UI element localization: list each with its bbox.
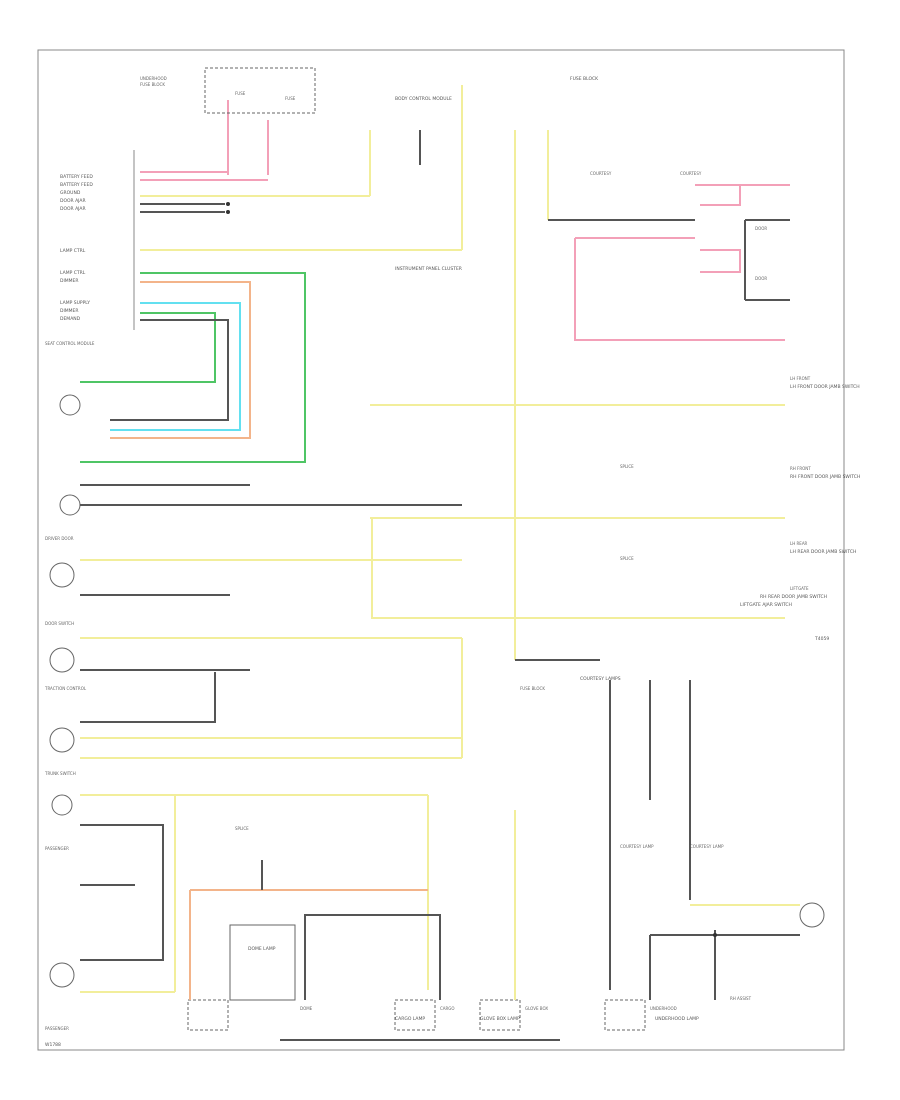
left-switches: SEAT CONTROL MODULE DRIVER DOOR DOOR SWI… <box>44 341 95 1031</box>
svg-text:CARGO: CARGO <box>440 1006 455 1011</box>
svg-text:DRIVER DOOR: DRIVER DOOR <box>45 536 74 541</box>
svg-text:TRUNK SWITCH: TRUNK SWITCH <box>44 771 76 776</box>
middle-yellow-wires <box>370 404 785 661</box>
dome-label: DOME LAMP <box>248 946 276 952</box>
liftgate-label: LIFTGATE AJAR SWITCH <box>740 602 792 608</box>
courtesy-label: COURTESY LAMPS <box>580 676 621 682</box>
svg-text:SEAT CONTROL MODULE: SEAT CONTROL MODULE <box>45 341 95 346</box>
vertical-trunks <box>419 85 549 660</box>
lh-rear-door-label: LH REAR DOOR JAMB SWITCH <box>790 549 856 555</box>
svg-text:FUSE BLOCK: FUSE BLOCK <box>140 82 165 87</box>
svg-text:DOME: DOME <box>300 1006 313 1011</box>
svg-text:LH REAR: LH REAR <box>790 541 808 546</box>
svg-text:PASSENGER: PASSENGER <box>45 846 69 851</box>
svg-text:BATTERY FEED: BATTERY FEED <box>60 182 93 188</box>
svg-text:COURTESY LAMP: COURTESY LAMP <box>690 844 724 849</box>
svg-text:LAMP SUPPLY: LAMP SUPPLY <box>60 300 90 306</box>
rh-door-label: RH FRONT DOOR JAMB SWITCH <box>790 474 860 480</box>
svg-text:UNDERHOOD: UNDERHOOD <box>140 76 167 81</box>
diagram-frame <box>37 49 845 1051</box>
svg-text:FUSE BLOCK: FUSE BLOCK <box>520 686 545 691</box>
svg-text:UNDERHOOD: UNDERHOOD <box>650 1006 677 1011</box>
glovebox-label: GLOVE BOX LAMP <box>480 1016 520 1022</box>
svg-text:DOOR: DOOR <box>755 276 767 281</box>
right-pink-circuit: COURTESY COURTESY DOOR DOOR <box>548 171 790 341</box>
rh-rear-door-label: RH REAR DOOR JAMB SWITCH <box>760 594 827 600</box>
svg-text:RH FRONT: RH FRONT <box>790 466 811 471</box>
svg-text:DIMMER: DIMMER <box>60 278 79 284</box>
bcm-label: BODY CONTROL MODULE <box>395 96 452 102</box>
underhood-label: UNDERHOOD LAMP <box>655 1016 699 1022</box>
page-code: T4059 <box>814 636 829 642</box>
cyan-circuit <box>110 302 241 431</box>
right-middle-labels: LH FRONT RH FRONT LH REAR LIFTGATE SPLIC… <box>520 376 811 691</box>
module-connector-left: BATTERY FEED BATTERY FEED GROUND DOOR AJ… <box>60 150 135 330</box>
right-lamp-section: COURTESY LAMP COURTESY LAMP RH ASSIST <box>609 680 825 1001</box>
diagram-code: W1788 <box>45 1042 61 1048</box>
svg-text:BATTERY FEED: BATTERY FEED <box>60 174 93 180</box>
lh-door-label: LH FRONT DOOR JAMB SWITCH <box>790 384 860 390</box>
svg-text:LAMP CTRL: LAMP CTRL <box>60 270 86 276</box>
bottom-lamps: SPLICE DOME CARGO GLOVE BOX UNDERHOOD <box>187 810 677 1041</box>
top-feed-wires <box>140 130 462 251</box>
svg-text:DIMMER: DIMMER <box>60 308 79 314</box>
svg-text:FUSE: FUSE <box>235 91 246 96</box>
svg-text:RH ASSIST: RH ASSIST <box>730 996 752 1001</box>
svg-text:DOOR AJAR: DOOR AJAR <box>60 198 86 204</box>
svg-text:PASSENGER: PASSENGER <box>45 1026 69 1031</box>
svg-text:FUSE: FUSE <box>285 96 296 101</box>
svg-text:DOOR AJAR: DOOR AJAR <box>60 206 86 212</box>
left-black-wires <box>80 484 463 993</box>
svg-text:SPLICE: SPLICE <box>620 464 634 469</box>
green-circuit <box>80 272 306 463</box>
fuse-block-box <box>204 67 316 114</box>
svg-text:SPLICE: SPLICE <box>620 556 634 561</box>
svg-text:GLOVE BOX: GLOVE BOX <box>525 1006 548 1011</box>
svg-text:LH FRONT: LH FRONT <box>790 376 811 381</box>
svg-text:SPLICE: SPLICE <box>235 826 249 831</box>
cargo-label: CARGO LAMP <box>395 1016 425 1022</box>
svg-text:GROUND: GROUND <box>60 190 81 196</box>
component-labels: BODY CONTROL MODULE INSTRUMENT PANEL CLU… <box>248 76 860 1022</box>
svg-text:COURTESY LAMP: COURTESY LAMP <box>620 844 654 849</box>
svg-text:TRACTION CONTROL: TRACTION CONTROL <box>44 686 87 691</box>
ipc-label: INSTRUMENT PANEL CLUSTER <box>395 266 462 272</box>
fuse-block-label: FUSE BLOCK <box>570 76 599 82</box>
orange-circuit <box>110 281 251 439</box>
svg-text:DEMAND: DEMAND <box>60 316 81 322</box>
svg-text:LAMP CTRL: LAMP CTRL <box>60 248 86 254</box>
svg-text:DOOR SWITCH: DOOR SWITCH <box>45 621 74 626</box>
svg-text:COURTESY: COURTESY <box>680 171 702 176</box>
svg-text:DOOR: DOOR <box>755 226 767 231</box>
svg-text:LIFTGATE: LIFTGATE <box>790 586 809 591</box>
svg-text:COURTESY: COURTESY <box>590 171 612 176</box>
